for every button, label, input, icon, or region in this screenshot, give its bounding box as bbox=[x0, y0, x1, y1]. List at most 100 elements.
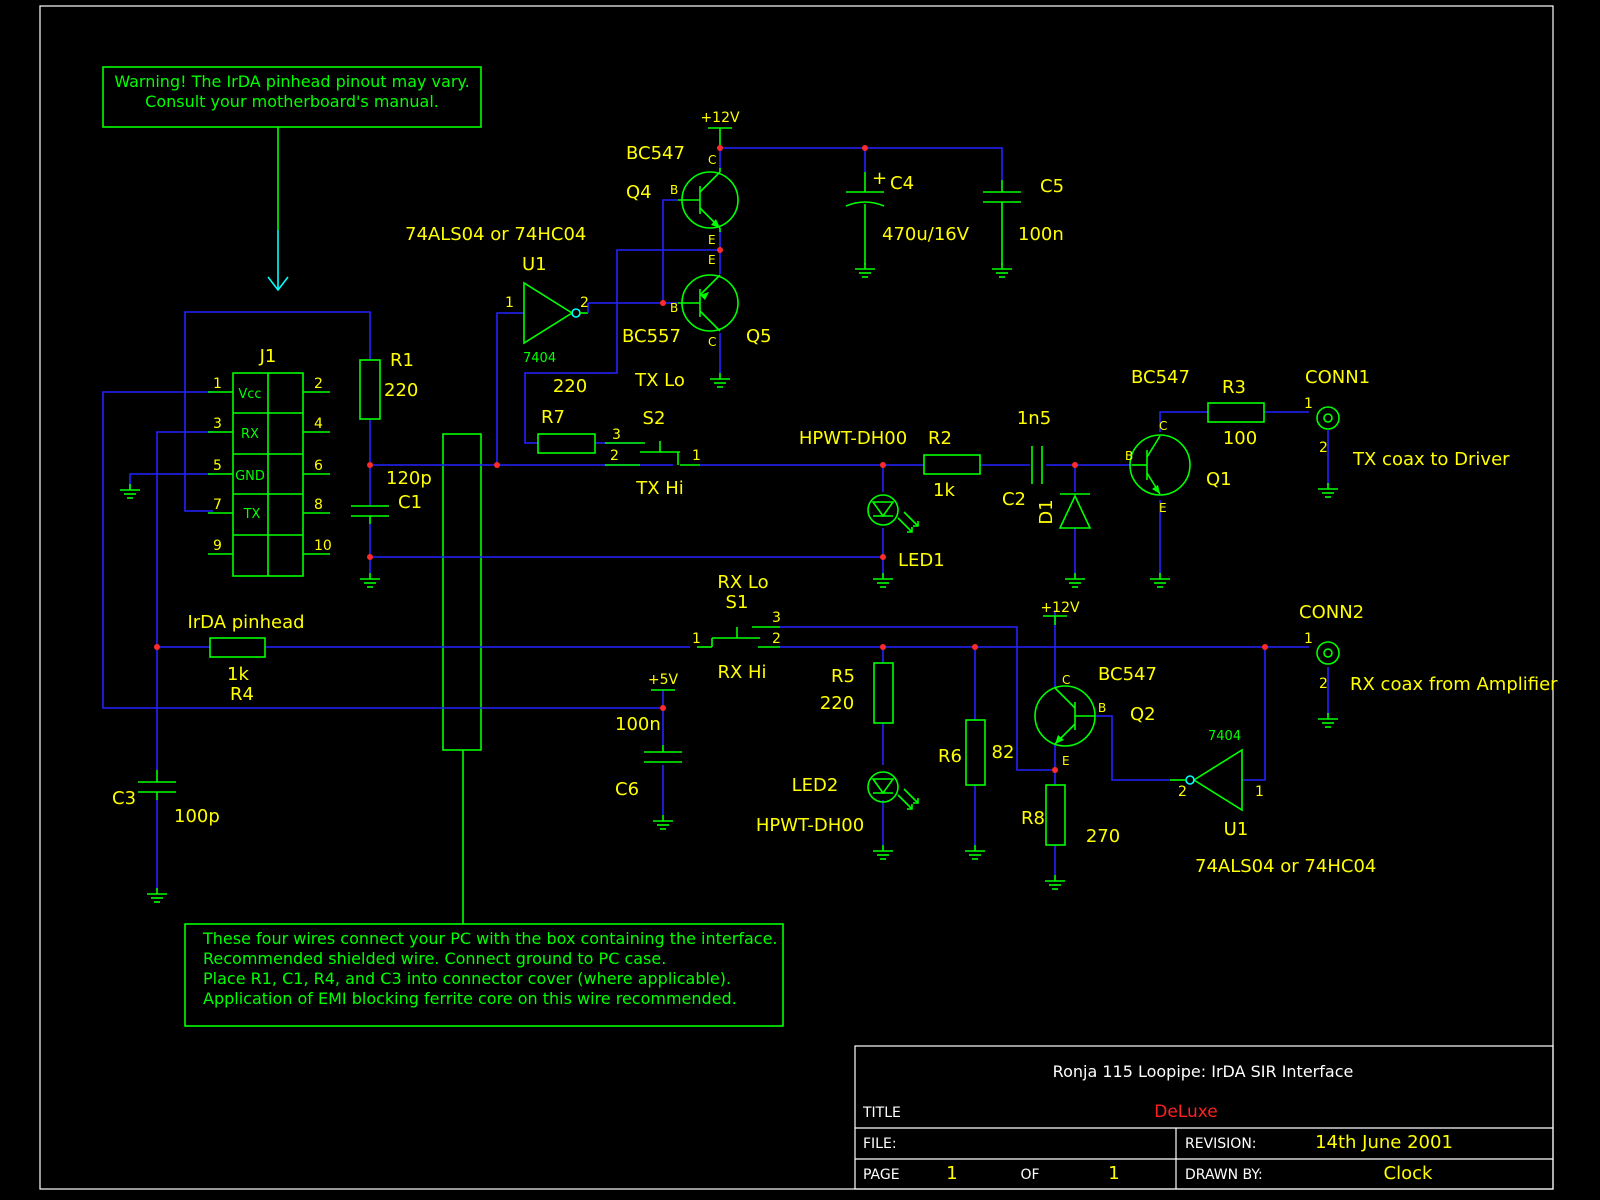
svg-text:BC547: BC547 bbox=[1098, 664, 1157, 685]
svg-text:Q5: Q5 bbox=[746, 326, 772, 347]
svg-text:Application of EMI blocking fe: Application of EMI blocking ferrite core… bbox=[203, 989, 737, 1008]
svg-text:220: 220 bbox=[820, 693, 854, 714]
svg-text:C: C bbox=[1062, 673, 1070, 687]
svg-text:C2: C2 bbox=[1002, 489, 1026, 510]
of-value: 1 bbox=[1108, 1163, 1119, 1184]
svg-text:3: 3 bbox=[612, 427, 621, 443]
conn1: CONN1 1 2 TX coax to Driver bbox=[1304, 367, 1510, 498]
svg-text:2: 2 bbox=[580, 295, 589, 311]
drawn-by-label: DRAWN BY: bbox=[1185, 1167, 1263, 1183]
svg-text:R5: R5 bbox=[831, 666, 855, 687]
svg-text:2: 2 bbox=[1319, 676, 1328, 692]
r6-resistor: R6 82 bbox=[938, 719, 1015, 860]
svg-text:TX: TX bbox=[243, 507, 261, 522]
svg-text:1: 1 bbox=[692, 448, 701, 464]
svg-text:C: C bbox=[1159, 419, 1167, 433]
svg-text:120p: 120p bbox=[386, 468, 432, 489]
revision-label: REVISION: bbox=[1185, 1136, 1257, 1152]
svg-text:100: 100 bbox=[1223, 428, 1257, 449]
svg-text:TX Hi: TX Hi bbox=[635, 478, 684, 499]
svg-text:R2: R2 bbox=[928, 428, 952, 449]
irda-pinhead-label: IrDA pinhead bbox=[187, 612, 304, 633]
drawn-by-value: Clock bbox=[1384, 1163, 1433, 1184]
svg-text:100n: 100n bbox=[1018, 224, 1064, 245]
svg-text:C5: C5 bbox=[1040, 176, 1064, 197]
svg-text:Q1: Q1 bbox=[1206, 469, 1232, 490]
r5-resistor: R5 220 bbox=[820, 662, 894, 724]
wires bbox=[102, 147, 1329, 890]
svg-text:1: 1 bbox=[1255, 784, 1264, 800]
v5-label: +5V bbox=[648, 672, 679, 688]
svg-text:10: 10 bbox=[314, 538, 332, 554]
svg-text:7: 7 bbox=[213, 497, 222, 513]
svg-text:100n: 100n bbox=[615, 714, 661, 735]
r2-resistor: R2 1k HPWT-DH00 bbox=[799, 428, 981, 501]
s2-switch: TX Lo S2 TX Hi 2 3 2 1 bbox=[605, 370, 701, 499]
svg-text:B: B bbox=[1125, 449, 1133, 463]
svg-text:+: + bbox=[872, 168, 887, 189]
c5-capacitor: C5 100n bbox=[983, 176, 1064, 278]
q2-transistor: BC547 Q2 B C E bbox=[1034, 664, 1157, 768]
svg-text:2: 2 bbox=[610, 448, 619, 464]
u1-tx-inverter: 74ALS04 or 74HC04 U1 7404 1 2 bbox=[405, 224, 589, 366]
svg-text:E: E bbox=[1159, 501, 1167, 515]
svg-text:RX coax from Amplifier: RX coax from Amplifier bbox=[1350, 674, 1558, 695]
svg-text:BC547: BC547 bbox=[626, 143, 685, 164]
c1-capacitor: 120p C1 bbox=[351, 468, 432, 588]
svg-text:270: 270 bbox=[1086, 826, 1120, 847]
r7-resistor: 220 R7 bbox=[537, 376, 596, 454]
title-value: DeLuxe bbox=[1154, 1102, 1218, 1122]
svg-text:5: 5 bbox=[213, 458, 222, 474]
svg-text:220: 220 bbox=[384, 380, 418, 401]
svg-text:9: 9 bbox=[213, 538, 222, 554]
svg-text:RX: RX bbox=[241, 427, 259, 442]
svg-text:RX Hi: RX Hi bbox=[717, 662, 766, 683]
v12-label-top: +12V bbox=[700, 110, 740, 126]
svg-text:E: E bbox=[708, 233, 716, 247]
svg-text:BC547: BC547 bbox=[1131, 367, 1190, 388]
c6-capacitor: +5V 100n C6 bbox=[615, 672, 682, 830]
svg-text:U1: U1 bbox=[522, 254, 547, 275]
page-value: 1 bbox=[946, 1163, 957, 1184]
r4-resistor: IrDA pinhead 1k R4 bbox=[187, 612, 304, 705]
svg-text:C3: C3 bbox=[112, 788, 136, 809]
svg-text:LED2: LED2 bbox=[792, 775, 839, 796]
r8-resistor: R8 270 bbox=[1021, 784, 1120, 890]
file-label: FILE: bbox=[863, 1136, 897, 1152]
svg-text:2: 2 bbox=[1178, 784, 1187, 800]
d1-diode: D1 bbox=[1036, 493, 1092, 588]
svg-text:LED1: LED1 bbox=[898, 550, 945, 571]
svg-text:E: E bbox=[1062, 754, 1070, 768]
svg-text:1: 1 bbox=[692, 631, 701, 647]
junctions bbox=[154, 145, 1268, 773]
svg-text:C4: C4 bbox=[890, 173, 914, 194]
svg-text:R8: R8 bbox=[1021, 808, 1045, 829]
led1: LED1 bbox=[867, 494, 945, 588]
svg-text:3: 3 bbox=[213, 416, 222, 432]
j1-ref: J1 bbox=[259, 346, 277, 367]
svg-text:7404: 7404 bbox=[1208, 729, 1241, 744]
svg-text:82: 82 bbox=[992, 742, 1015, 763]
svg-text:BC557: BC557 bbox=[622, 326, 681, 347]
svg-text:These four wires connect your: These four wires connect your PC with th… bbox=[202, 929, 778, 948]
led2: LED2 HPWT-DH00 bbox=[756, 771, 919, 860]
svg-text:R7: R7 bbox=[541, 407, 565, 428]
svg-text:74ALS04 or 74HC04: 74ALS04 or 74HC04 bbox=[405, 224, 586, 245]
r3-resistor: R3 100 bbox=[1207, 377, 1265, 449]
svg-text:R6: R6 bbox=[938, 746, 962, 767]
title-label: TITLE bbox=[862, 1105, 901, 1121]
svg-text:B: B bbox=[670, 301, 678, 315]
svg-text:R3: R3 bbox=[1222, 377, 1246, 398]
svg-text:1k: 1k bbox=[933, 480, 955, 501]
svg-text:R1: R1 bbox=[390, 350, 414, 371]
svg-text:100p: 100p bbox=[174, 806, 220, 827]
page-label: PAGE bbox=[863, 1167, 900, 1183]
svg-text:E: E bbox=[708, 253, 716, 267]
c2-capacitor: 1n5 C2 bbox=[1002, 408, 1051, 510]
svg-text:HPWT-DH00: HPWT-DH00 bbox=[756, 815, 864, 836]
svg-text:RX Lo: RX Lo bbox=[717, 572, 768, 593]
svg-text:R4: R4 bbox=[230, 684, 254, 705]
svg-text:GND: GND bbox=[235, 469, 265, 484]
project-title: Ronja 115 Loopipe: IrDA SIR Interface bbox=[1053, 1062, 1354, 1081]
